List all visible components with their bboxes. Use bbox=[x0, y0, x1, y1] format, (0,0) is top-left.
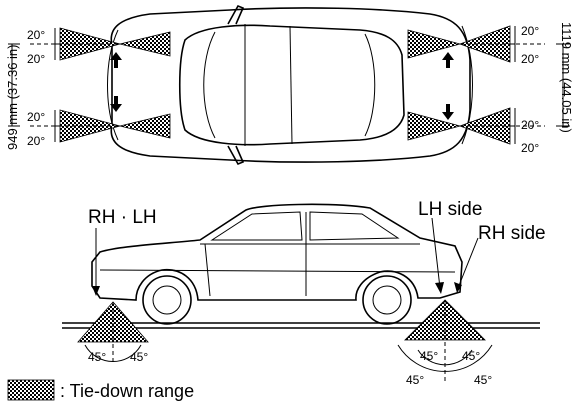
angle-label: 20° bbox=[521, 24, 539, 38]
angle-label: 20° bbox=[521, 141, 539, 155]
side-view: RH · LH LH side RH side 45° 45° 45° 45° … bbox=[62, 199, 546, 387]
angle-label: 20° bbox=[27, 28, 45, 42]
angle-label: 20° bbox=[27, 134, 45, 148]
rh-pointer bbox=[457, 237, 479, 289]
car-top-body bbox=[110, 7, 471, 163]
car-top-cabin bbox=[178, 24, 405, 146]
arrow-down-icon bbox=[110, 96, 122, 112]
lh-pointer bbox=[431, 217, 441, 289]
door-seam bbox=[289, 25, 293, 145]
tie-down-range-rear-side bbox=[404, 299, 486, 341]
front-bumper bbox=[107, 29, 119, 141]
angle-label: 20° bbox=[27, 52, 45, 66]
front-angle-arc bbox=[84, 344, 142, 362]
angle-label: 20° bbox=[521, 52, 539, 66]
angle-label: 20° bbox=[521, 118, 539, 132]
angle-label: 45° bbox=[420, 349, 438, 363]
angle-label: 45° bbox=[462, 349, 480, 363]
front-spacing-dimension: 949 mm (37.36 in) bbox=[5, 45, 20, 151]
rear-wheel bbox=[362, 275, 412, 325]
mirror-right bbox=[227, 145, 245, 166]
angle-label: 45° bbox=[130, 350, 148, 364]
lh-side-label: LH side bbox=[418, 199, 482, 220]
rear-bumper bbox=[461, 25, 473, 145]
rh-side-label: RH side bbox=[478, 223, 546, 244]
front-window bbox=[210, 211, 303, 241]
tie-down-range-front-lower-inner bbox=[119, 113, 171, 139]
rear-window bbox=[309, 211, 400, 241]
legend-text: : Tie-down range bbox=[60, 381, 194, 401]
angle-label: 45° bbox=[88, 350, 106, 364]
tie-down-range-rear-upper-inner bbox=[407, 29, 462, 59]
arrow-up-icon bbox=[442, 52, 454, 68]
rear-inner-angle-arc bbox=[417, 349, 473, 366]
angle-label: 45° bbox=[474, 373, 492, 387]
tie-down-range-rear-lower-inner bbox=[407, 111, 462, 141]
arrow-down-icon bbox=[442, 104, 454, 120]
rear-outer-angle-arc bbox=[397, 344, 493, 372]
front-side-label: RH · LH bbox=[88, 207, 157, 228]
left-angle-markers bbox=[30, 28, 120, 142]
front-wheel bbox=[142, 275, 192, 325]
windshield-line bbox=[203, 31, 216, 139]
arrow-up-icon bbox=[110, 52, 122, 68]
rear-window-line bbox=[364, 33, 376, 137]
mirror-left bbox=[227, 4, 245, 25]
top-view: 20° 20° 20° 20° 20° 20° 20° 20° 949 mm (… bbox=[5, 4, 574, 166]
tie-down-range-front-side bbox=[77, 301, 149, 343]
angle-label: 45° bbox=[406, 373, 424, 387]
angle-label: 20° bbox=[27, 110, 45, 124]
legend-hatch-swatch bbox=[7, 379, 55, 401]
right-angle-markers bbox=[460, 26, 545, 144]
tie-down-range-front-upper-inner bbox=[119, 31, 171, 57]
rear-spacing-dimension: 1119 mm (44.05 in) bbox=[559, 22, 574, 133]
legend: : Tie-down range bbox=[7, 379, 194, 401]
